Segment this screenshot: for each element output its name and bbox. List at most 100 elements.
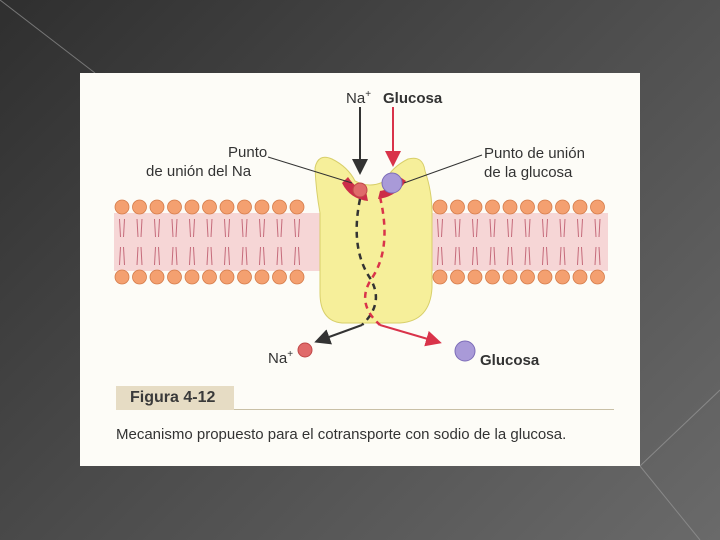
lipid-head: [555, 199, 570, 215]
lipid-tail: [241, 246, 244, 266]
svg-text:Na+: Na+: [268, 349, 293, 367]
lipid-head: [537, 269, 553, 285]
lipid-tail: [524, 246, 527, 266]
lipid-tail: [171, 246, 174, 266]
lipid-head: [254, 269, 270, 285]
lipid-tail: [559, 218, 562, 238]
lipid-tail: [511, 218, 513, 238]
figure-number-tab: Figura 4-12: [116, 386, 234, 410]
lipid-tail: [441, 246, 443, 266]
lipid-tail: [263, 246, 265, 266]
lipid-head: [590, 199, 605, 215]
sodium-site-label-line2: de unión del Na: [146, 163, 252, 180]
lipid-tail: [276, 218, 279, 238]
lipid-tail: [210, 246, 213, 266]
lipid-tail: [119, 246, 121, 266]
lipid-head: [590, 269, 605, 285]
lipid-head: [289, 199, 305, 215]
svg-text:Na+: Na+: [346, 89, 371, 107]
lipid-tail: [224, 218, 226, 238]
lipid-tail: [507, 218, 509, 238]
lipid-tail: [542, 246, 544, 266]
lipid-head: [167, 269, 182, 285]
lipid-tail: [577, 246, 579, 266]
lipid-head: [502, 199, 518, 215]
figure-divider: [234, 409, 614, 410]
lipid-tail: [476, 218, 478, 238]
figure-number: Figura 4-12: [130, 389, 216, 406]
lipid-head: [467, 199, 483, 215]
lipid-head: [132, 269, 147, 285]
lipid-tail: [206, 218, 209, 238]
lipid-tail: [458, 246, 461, 266]
lipid-head: [520, 269, 535, 285]
lipid-tail: [154, 218, 156, 238]
lipid-tail: [206, 246, 209, 266]
figure-caption: Mecanismo propuesto para el cotransporte…: [116, 426, 567, 443]
lipid-tail: [581, 218, 583, 238]
lipid-head: [289, 269, 305, 285]
glucose-site-label-line2: de la glucosa: [484, 164, 573, 181]
lipid-tail: [119, 218, 121, 238]
glucose-molecule-bottom: [454, 340, 476, 362]
lipid-tail: [123, 246, 125, 266]
lipid-tail: [140, 218, 143, 238]
lipid-tail: [259, 218, 261, 238]
lipid-tail: [171, 218, 174, 238]
lipid-tail: [298, 218, 300, 238]
lipid-head: [149, 269, 165, 285]
lipid-head: [132, 199, 147, 215]
lipid-tail: [472, 246, 474, 266]
sodium-charge-bottom: +: [287, 349, 293, 360]
lipid-tail: [437, 246, 439, 266]
lipid-tail: [454, 218, 457, 238]
lipid-head: [202, 199, 217, 215]
membrane-heads-bottom: [114, 269, 605, 285]
lipid-tail: [563, 218, 566, 238]
sodium-exit-arrow: [314, 324, 363, 345]
lipid-tail: [158, 218, 160, 238]
lipid-head: [272, 199, 287, 215]
sodium-site-leader: [267, 156, 353, 184]
lipid-tail: [546, 218, 548, 238]
lipid-head: [432, 199, 448, 215]
lipid-tail: [245, 246, 248, 266]
lipid-tail: [563, 246, 566, 266]
lipid-tail: [280, 246, 283, 266]
glucose-site-leader: [403, 154, 483, 184]
lipid-head: [237, 199, 252, 215]
lipid-head: [467, 269, 483, 285]
lipid-tail: [154, 246, 156, 266]
lipid-tail: [546, 246, 548, 266]
lipid-tail: [280, 218, 283, 238]
lipid-tail: [189, 246, 191, 266]
lipid-tail: [511, 246, 513, 266]
lipid-tail: [581, 246, 583, 266]
lipid-tail: [189, 218, 191, 238]
lipid-tail: [489, 246, 492, 266]
lipid-tail: [594, 246, 597, 266]
lipid-tail: [493, 218, 496, 238]
lipid-tails: [119, 218, 601, 266]
glucose-label-top: Glucosa: [383, 90, 443, 107]
lipid-tail: [228, 218, 230, 238]
glucose-molecule-top: [381, 172, 403, 194]
lipid-tail: [542, 218, 544, 238]
lipid-tail: [193, 218, 195, 238]
lipid-tail: [524, 218, 527, 238]
sodium-path: [355, 198, 378, 326]
cotransport-diagram: Na+ Glucosa Punto de unión del Na Punto …: [114, 89, 608, 369]
lipid-head: [184, 269, 200, 285]
lipid-tail: [210, 218, 213, 238]
lipid-tail: [298, 246, 300, 266]
lipid-head: [485, 269, 500, 285]
lipid-head: [254, 199, 270, 215]
lipid-tail: [507, 246, 509, 266]
sodium-ion-top: [352, 182, 368, 198]
glucose-path: [363, 196, 386, 326]
lipid-tail: [437, 218, 439, 238]
lipid-tail: [259, 246, 261, 266]
lipid-tail: [528, 218, 531, 238]
lipid-tail: [472, 218, 474, 238]
